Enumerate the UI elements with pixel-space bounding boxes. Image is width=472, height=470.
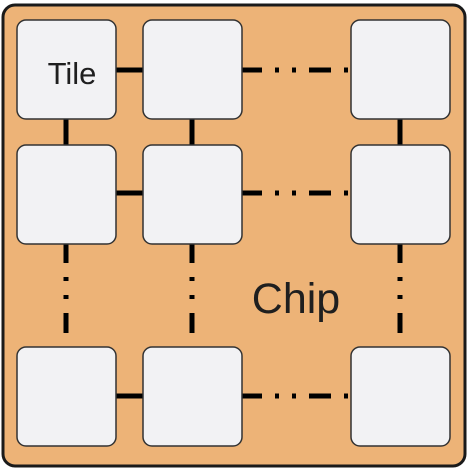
- tile-r1-c3: [350, 19, 451, 120]
- tile-label: Tile: [48, 56, 97, 91]
- tile-r3-c3: [350, 346, 451, 447]
- tile-r1-c2: [142, 19, 243, 120]
- tile-r2-c1: [16, 144, 117, 245]
- chip-label: Chip: [252, 275, 340, 323]
- tile-r2-c2: [142, 144, 243, 245]
- tile-r3-c2: [142, 346, 243, 447]
- tile-r3-c1: [16, 346, 117, 447]
- tiles: [16, 19, 451, 447]
- tile-r1-c1: [16, 19, 117, 120]
- links: [63, 67, 403, 399]
- tile-r2-c3: [350, 144, 451, 245]
